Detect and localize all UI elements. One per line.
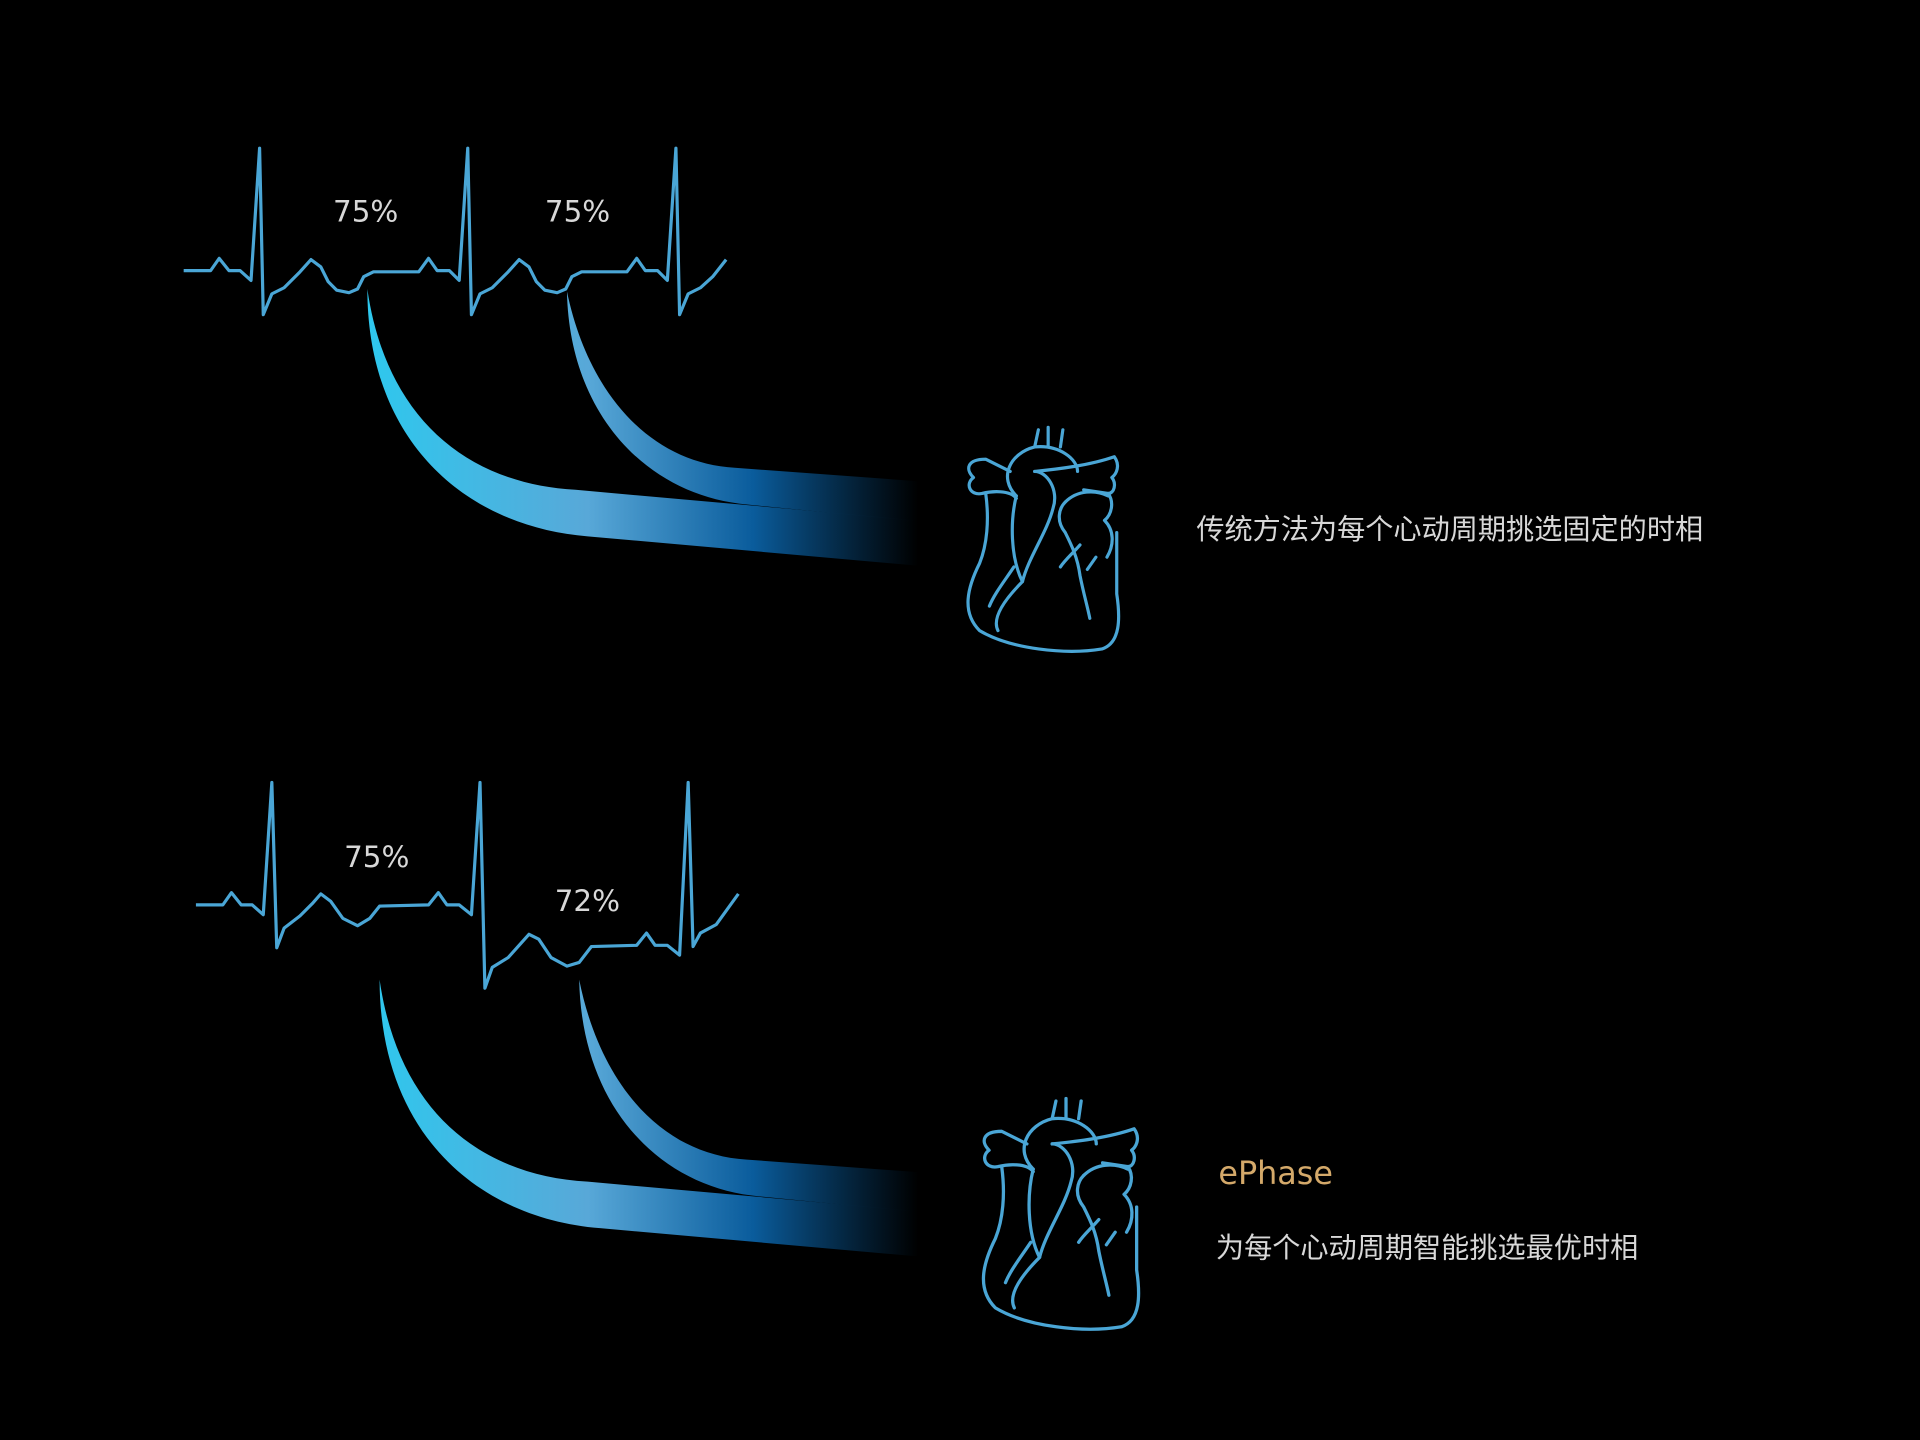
traditional-ribbon-2 [566, 291, 919, 522]
ephase-phase-1: 75% [344, 840, 409, 874]
ephase-brand: ePhase [1218, 1154, 1333, 1192]
ephase-ribbon-2 [579, 979, 931, 1214]
ephase-ecg-trace [195, 780, 740, 990]
traditional-caption: 传统方法为每个心动周期挑选固定的时相 [1196, 513, 1703, 546]
heart-icon [981, 1096, 1141, 1331]
ephase-section: 75% 72% ePhase 为每个心动周期智能挑选最优时相 [195, 780, 1638, 1331]
ephase-ribbon-1 [379, 979, 931, 1258]
traditional-ecg-trace [183, 146, 728, 317]
ephase-caption: 为每个心动周期智能挑选最优时相 [1216, 1232, 1638, 1265]
traditional-phase-1: 75% [333, 195, 398, 229]
heart-icon [966, 425, 1121, 653]
traditional-section: 75% 75% 传统方法为每个心动周期挑选固定的时相 [183, 146, 1703, 653]
ephase-phase-2: 72% [555, 884, 620, 918]
traditional-ribbon-1 [367, 288, 919, 566]
traditional-phase-2: 75% [545, 195, 610, 229]
